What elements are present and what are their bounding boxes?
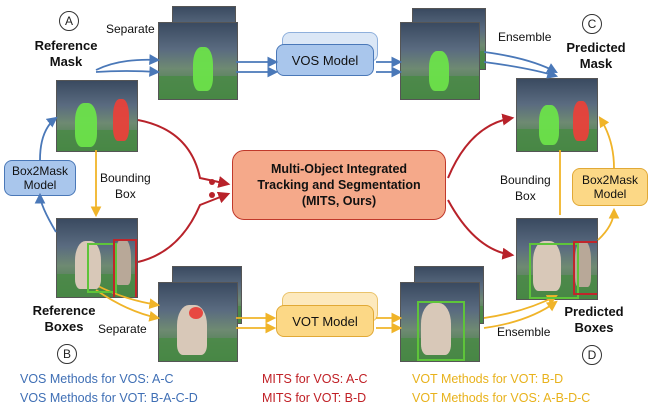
vos-model-box: VOS Model xyxy=(276,44,374,76)
arrow-blue-ensemble xyxy=(483,51,558,74)
mits-model-box: Multi-Object Integrated Tracking and Seg… xyxy=(232,150,446,220)
predicted-mask-image xyxy=(516,78,598,152)
circle-a: A xyxy=(59,11,79,31)
junction-dot-top xyxy=(209,179,215,185)
legend-vos-for-vos: VOS Methods for VOS: A-C xyxy=(20,372,174,386)
mits-title-line3: (MITS, Ours) xyxy=(301,194,377,208)
reference-mask-label-line1: Reference xyxy=(34,38,98,53)
box2mask-left-line2: Model xyxy=(23,178,57,192)
legend-vot-for-vos: VOT Methods for VOS: A-B-D-C xyxy=(412,391,591,405)
arrow-yellow-separate xyxy=(95,284,161,310)
bounding-box-left-line1: Bounding xyxy=(100,171,151,185)
predicted-boxes-label: Predicted Boxes xyxy=(554,304,634,336)
ensemble-bottom-frame-front xyxy=(400,282,480,362)
arrow-blue-box2mask-up xyxy=(34,192,57,233)
reference-boxes-label: Reference Boxes xyxy=(24,303,104,335)
vot-model-box: VOT Model xyxy=(276,305,374,337)
box2mask-model-right: Box2Mask Model xyxy=(572,168,648,206)
circle-d: D xyxy=(582,345,602,365)
reference-boxes-image xyxy=(56,218,138,298)
arrow-red-to-pred-boxes xyxy=(447,199,515,260)
bounding-box-right-line1: Bounding xyxy=(500,173,551,187)
separate-bottom-frame-front xyxy=(158,282,238,362)
reference-boxes-label-line2: Boxes xyxy=(44,319,84,334)
circle-c: C xyxy=(582,14,602,34)
arrow-red-from-ref-mask xyxy=(137,119,231,188)
separate-bottom-label: Separate xyxy=(98,322,147,336)
predicted-mask-label-line1: Predicted xyxy=(566,40,626,55)
arrow-blue-separate-top xyxy=(95,54,161,71)
legend-mits-for-vos: MITS for VOS: A-C xyxy=(262,372,368,386)
arrow-yellow-box2mask-up xyxy=(597,207,620,241)
box2mask-left-line1: Box2Mask xyxy=(11,164,69,178)
predicted-boxes-label-line1: Predicted xyxy=(564,304,624,319)
mits-title-line2: Tracking and Segmentation xyxy=(257,178,421,192)
separate-top-frame-front xyxy=(158,22,238,100)
predicted-boxes-image xyxy=(516,218,598,300)
reference-mask-label-line2: Mask xyxy=(49,54,83,69)
reference-mask-label: Reference Mask xyxy=(26,38,106,70)
ensemble-top-label: Ensemble xyxy=(498,30,552,44)
reference-boxes-label-line1: Reference xyxy=(32,303,96,318)
legend-vot-for-vot: VOT Methods for VOT: B-D xyxy=(412,372,564,386)
legend-mits-for-vot: MITS for VOT: B-D xyxy=(262,391,367,405)
reference-mask-image xyxy=(56,80,138,152)
junction-dot-bottom xyxy=(209,192,215,198)
circle-b: B xyxy=(57,344,77,364)
bounding-box-left-label: Bounding Box xyxy=(100,170,151,202)
mits-title-line1: Multi-Object Integrated xyxy=(270,162,408,176)
bounding-box-right-label: Bounding Box xyxy=(500,172,551,204)
predicted-mask-label-line2: Mask xyxy=(579,56,613,71)
arrow-red-to-pred-mask xyxy=(447,113,515,179)
predicted-mask-label: Predicted Mask xyxy=(556,40,636,72)
bounding-box-right-line2: Box xyxy=(515,189,536,203)
legend-vos-for-vot: VOS Methods for VOT: B-A-C-D xyxy=(20,391,198,405)
box2mask-right-line2: Model xyxy=(593,187,627,201)
arrow-blue-separate-mid xyxy=(95,66,161,77)
arrow-red-from-ref-boxes xyxy=(137,191,231,263)
predicted-boxes-label-line2: Boxes xyxy=(574,320,614,335)
bounding-box-left-line2: Box xyxy=(115,187,136,201)
box2mask-right-line1: Box2Mask xyxy=(581,173,639,187)
separate-top-label: Separate xyxy=(106,22,155,36)
box2mask-model-left: Box2Mask Model xyxy=(4,160,76,196)
arrow-yellow-ensemble xyxy=(483,295,558,319)
ensemble-bottom-label: Ensemble xyxy=(497,325,551,339)
